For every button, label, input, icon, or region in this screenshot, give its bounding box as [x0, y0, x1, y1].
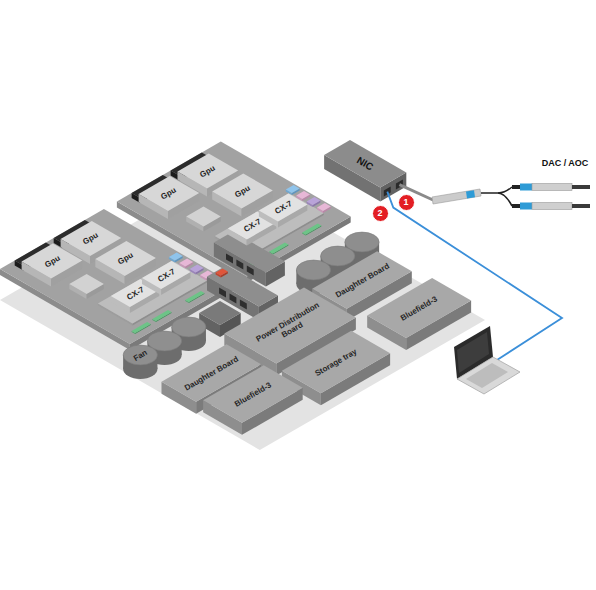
switch-port [230, 294, 237, 304]
dac-boot [512, 185, 520, 189]
connector-top [179, 259, 193, 267]
laptop-keyboard [466, 363, 508, 388]
transceiver-tab [466, 190, 475, 198]
nvswitch-chip-top [186, 207, 221, 227]
callout-number: 1 [399, 195, 414, 210]
fan-cylinder-top [123, 345, 157, 365]
led-strip-top [302, 224, 321, 235]
switch-port [236, 260, 243, 270]
transceiver [432, 189, 481, 204]
gpu-chip-top [212, 174, 273, 209]
tray-floor [0, 170, 485, 450]
led-strip-top [185, 291, 204, 302]
ethernet-cable [387, 192, 562, 360]
dac-cable [498, 193, 512, 206]
connector-top [307, 197, 321, 205]
dpu-card-top [203, 365, 303, 423]
switch-port [219, 288, 226, 298]
nic-port [384, 187, 391, 197]
led-strip-top [152, 310, 171, 321]
nic-chip: CX-7 [141, 260, 192, 296]
dac-boot [512, 204, 520, 208]
label-box: DAC / AOC [542, 158, 589, 169]
dac-connector [532, 203, 572, 210]
switch-box-top [207, 266, 278, 307]
dac-cable [481, 187, 512, 193]
connector-top [286, 185, 300, 193]
switch-port [247, 266, 254, 276]
nic-chip-top [259, 194, 308, 222]
storage-tray-top [282, 331, 390, 394]
dac-tip [572, 185, 590, 189]
gpu-board-top [0, 209, 234, 344]
part-label: DAC / AOC [542, 158, 589, 169]
nic-chip-top [142, 261, 191, 289]
dac-pull-tab [520, 203, 532, 210]
dpu-card-top [367, 278, 471, 338]
dpu-card: Bluefield-3 [366, 277, 473, 351]
nic-box-top [324, 140, 406, 188]
status-led-top [216, 269, 228, 276]
fan-cylinder-top [296, 260, 330, 280]
led-strip-top [132, 322, 151, 333]
dac-pull-tab [520, 184, 532, 191]
switch-port [226, 254, 233, 264]
switch-port [240, 300, 247, 310]
connector-top [169, 253, 183, 261]
connector-top [317, 203, 331, 211]
connector-top [190, 265, 204, 273]
led-strip-top [269, 243, 288, 254]
connector-top [296, 191, 310, 199]
nvswitch-chip-top [69, 274, 104, 294]
callout-circle: 1 [398, 194, 415, 211]
nic-chip: CX-7 [257, 192, 309, 229]
gpu-chip-top [95, 241, 156, 276]
small-module-top [199, 301, 241, 325]
nic-box: NIC [323, 139, 408, 203]
callout-number: 2 [373, 206, 388, 221]
dac-connector [532, 184, 572, 191]
laptop-base [457, 357, 520, 394]
callout-circle: 2 [372, 205, 389, 222]
dpu-card-shape [366, 277, 473, 351]
dac-tip [572, 204, 590, 208]
